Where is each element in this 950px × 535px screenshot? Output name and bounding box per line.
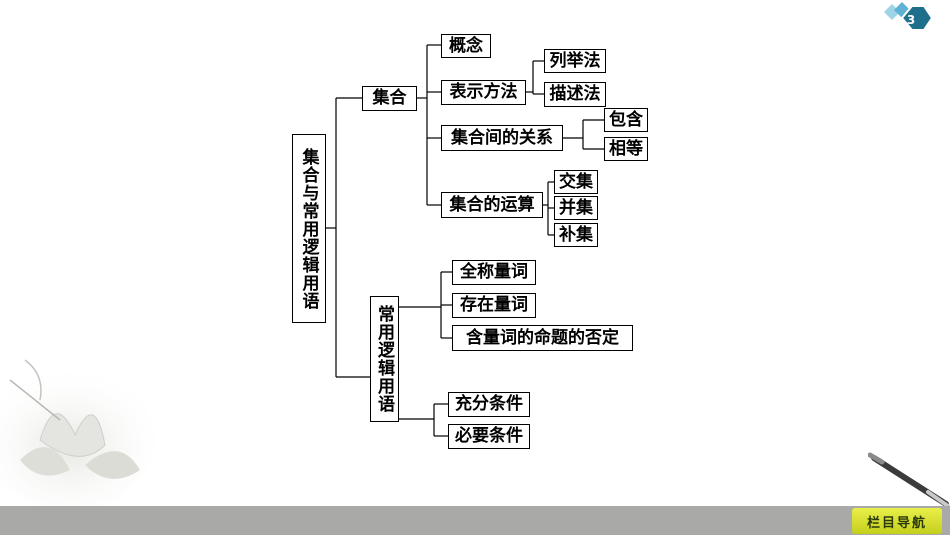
- section-nav-button[interactable]: 栏目导航: [852, 508, 942, 534]
- node-existential-quantifier: 存在量词: [452, 293, 536, 318]
- node-representation: 表示方法: [441, 80, 526, 105]
- branch-set: 集合: [362, 86, 417, 111]
- node-concept: 概念: [441, 34, 491, 58]
- node-enumeration: 列举法: [544, 49, 606, 73]
- node-universal-quantifier: 全称量词: [452, 260, 536, 285]
- node-union: 并集: [554, 196, 598, 220]
- footer-bar: [0, 506, 950, 535]
- page-number: 3: [906, 13, 916, 27]
- node-description: 描述法: [544, 82, 606, 107]
- node-sufficient-condition: 充分条件: [448, 392, 530, 417]
- node-equality: 相等: [604, 137, 648, 161]
- lotus-decoration: [0, 359, 155, 510]
- root-node: 集合与常用逻辑用语: [292, 134, 326, 323]
- brush-pen-decoration: [868, 452, 950, 508]
- node-inclusion: 包含: [604, 108, 648, 132]
- node-relations: 集合间的关系: [441, 125, 563, 151]
- node-necessary-condition: 必要条件: [448, 424, 530, 449]
- node-intersection: 交集: [554, 170, 598, 194]
- page-number-badge: [884, 2, 934, 31]
- branch-logic: 常用逻辑用语: [370, 296, 399, 422]
- node-negation: 含量词的命题的否定: [452, 325, 633, 351]
- node-operations: 集合的运算: [441, 192, 543, 218]
- node-complement: 补集: [554, 223, 598, 247]
